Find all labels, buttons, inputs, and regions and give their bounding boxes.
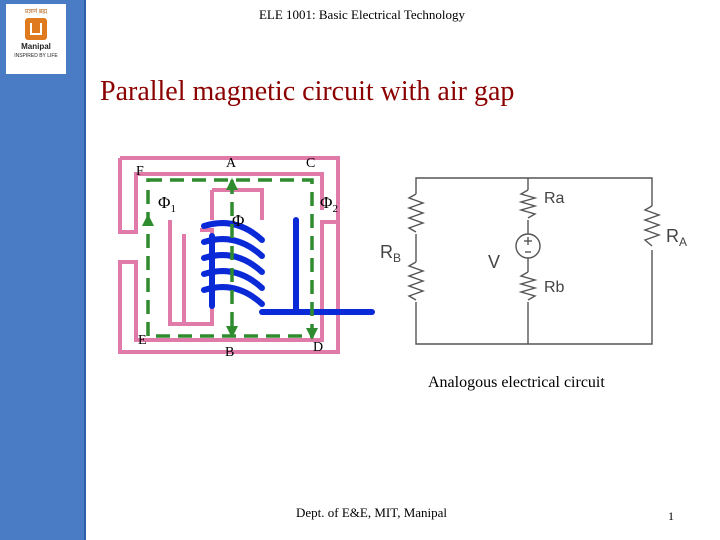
logo-name: Manipal [21, 42, 51, 51]
footer-dept: Dept. of E&E, MIT, Manipal [296, 505, 448, 520]
label-v: V [488, 252, 500, 272]
flux-arrow-down-icon [306, 328, 318, 340]
label-r-a: RA [666, 226, 687, 249]
slide-title: Parallel magnetic circuit with air gap [100, 76, 515, 107]
logo-tagline: INSPIRED BY LIFE [14, 53, 58, 59]
electrical-circuit [406, 177, 662, 345]
core-center-limb [168, 220, 214, 326]
coil-turn [201, 236, 265, 259]
magnetic-core [118, 156, 340, 354]
resistor-rb-bottom [406, 261, 426, 301]
manipal-logo: प्रज्ञानं ब्रह्म Manipal INSPIRED BY LIF… [6, 4, 66, 74]
voltage-source-icon [515, 233, 541, 259]
resistor-ra-right [642, 205, 662, 247]
resistor-rb-top [406, 193, 426, 233]
page-number: 1 [668, 509, 674, 523]
coil-turn [201, 284, 265, 307]
coil-turn [201, 252, 265, 275]
resistor-ra [518, 189, 538, 219]
node-label-c: C [306, 156, 315, 171]
coil-turn [201, 220, 265, 243]
node-label-b: B [225, 345, 234, 360]
label-ra: Ra [544, 190, 565, 207]
flux-arrows [142, 178, 318, 340]
flux-symbol-1: Φ1 [158, 193, 176, 215]
label-rb: Rb [544, 279, 565, 296]
node-label-a: A [226, 156, 237, 171]
core-outer-frame [118, 156, 340, 354]
node-label-d: D [313, 340, 323, 355]
flux-symbol-center: Φ [232, 211, 244, 230]
flux-arrow-up-icon [226, 178, 238, 190]
logo-motto: प्रज्ञानं ब्रह्म [24, 9, 48, 15]
node-label-f: F [136, 164, 144, 179]
flux-arrow-down-icon [226, 326, 238, 338]
circuit-caption: Analogous electrical circuit [428, 374, 605, 391]
flux-symbol-2: Φ2 [320, 193, 338, 215]
resistor-rb-small [518, 271, 538, 301]
core-top-inner [118, 158, 324, 234]
course-header: ELE 1001: Basic Electrical Technology [258, 7, 466, 22]
logo-emblem-icon [25, 18, 47, 40]
flux-arrow-up-icon [142, 214, 154, 226]
sidebar-band: प्रज्ञानं ब्रह्म Manipal INSPIRED BY LIF… [0, 0, 86, 540]
coil-winding [201, 217, 375, 315]
label-r-b: RB [380, 242, 401, 265]
coil-turn [201, 268, 265, 291]
node-label-e: E [138, 333, 147, 348]
